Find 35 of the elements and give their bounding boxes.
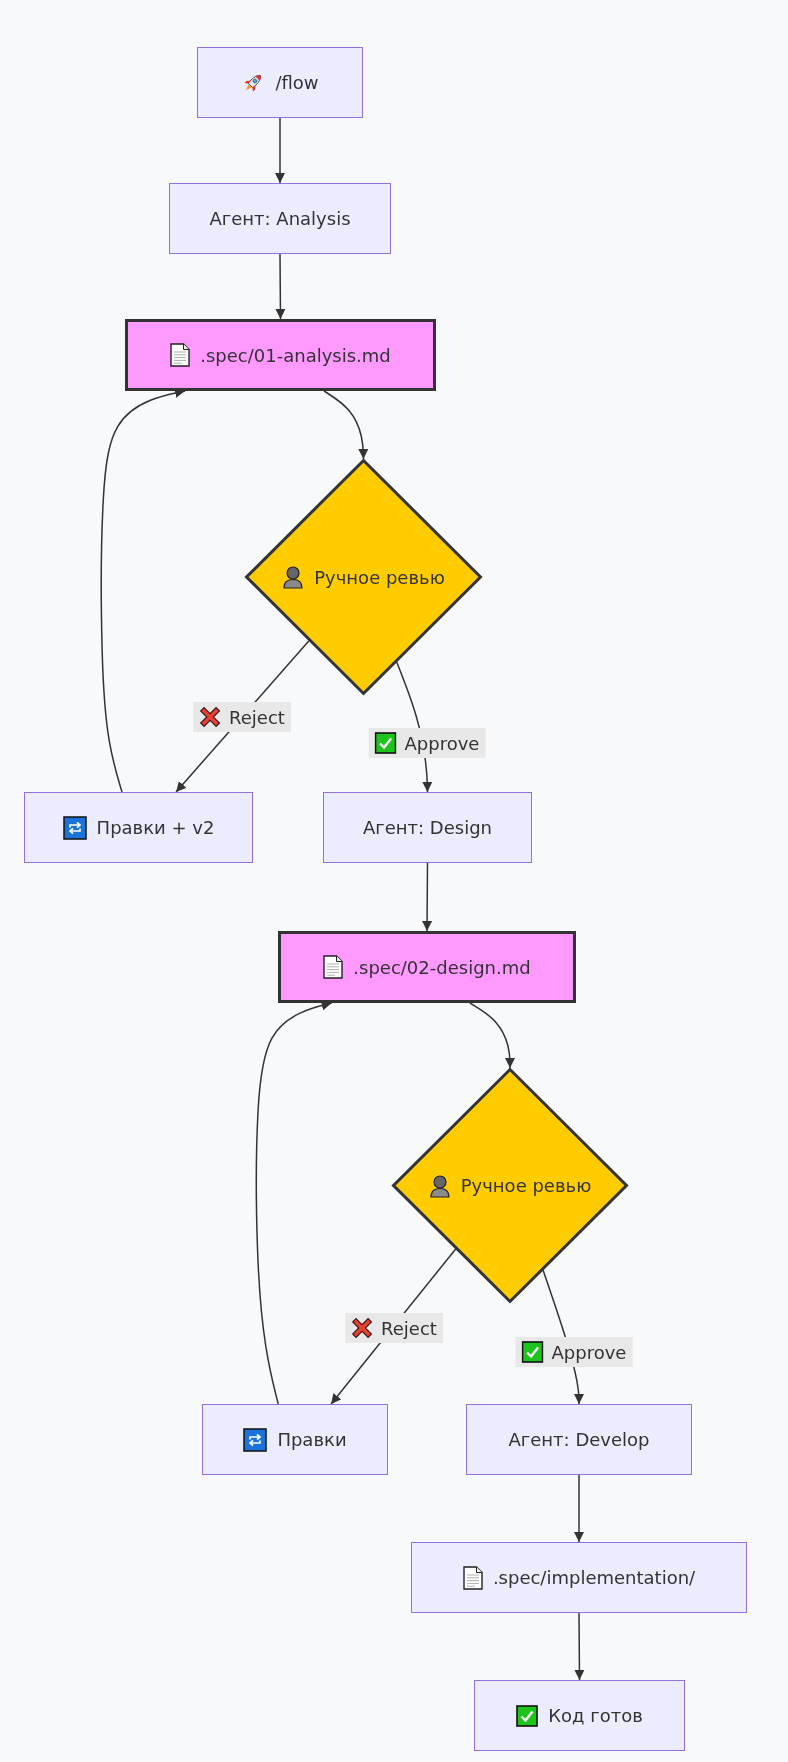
node-label: .spec/02-design.md bbox=[353, 956, 531, 978]
edge-label: Approve bbox=[551, 1341, 627, 1363]
process-box bbox=[474, 1680, 685, 1751]
decision-diamond bbox=[392, 1068, 628, 1303]
node-label: Агент: Analysis bbox=[209, 208, 351, 229]
edge-label: Reject bbox=[229, 706, 285, 728]
process-box bbox=[466, 1404, 692, 1475]
process-box bbox=[202, 1404, 388, 1475]
process-box bbox=[197, 47, 363, 118]
process-box bbox=[24, 792, 253, 863]
edge-label: Approve bbox=[404, 732, 480, 754]
process-box bbox=[323, 792, 532, 863]
arrow bbox=[323, 390, 369, 460]
arrow bbox=[574, 1612, 585, 1681]
node-label: .spec/implementation/ bbox=[492, 1567, 696, 1588]
process-box bbox=[411, 1542, 747, 1613]
edge-label: Reject bbox=[381, 1317, 437, 1339]
node-label: Код готов bbox=[548, 1705, 643, 1726]
arrow bbox=[469, 1002, 515, 1069]
decision-diamond bbox=[245, 459, 482, 695]
node-label: Правки + v2 bbox=[96, 817, 215, 838]
arrow bbox=[574, 1474, 584, 1543]
node-label: Агент: Develop bbox=[508, 1429, 650, 1450]
node-label: .spec/01-analysis.md bbox=[200, 344, 391, 366]
document-box bbox=[278, 931, 576, 1003]
node-label: Ручное ревью bbox=[460, 1175, 592, 1196]
process-box bbox=[169, 183, 391, 254]
node-label: Ручное ревью bbox=[314, 566, 445, 588]
arrow bbox=[275, 117, 285, 184]
node-label: /flow bbox=[275, 72, 319, 93]
arrow bbox=[422, 862, 433, 932]
node-label: Правки bbox=[277, 1429, 347, 1450]
arrow bbox=[275, 253, 286, 320]
node-label: Агент: Design bbox=[362, 817, 492, 838]
document-box bbox=[125, 319, 436, 391]
